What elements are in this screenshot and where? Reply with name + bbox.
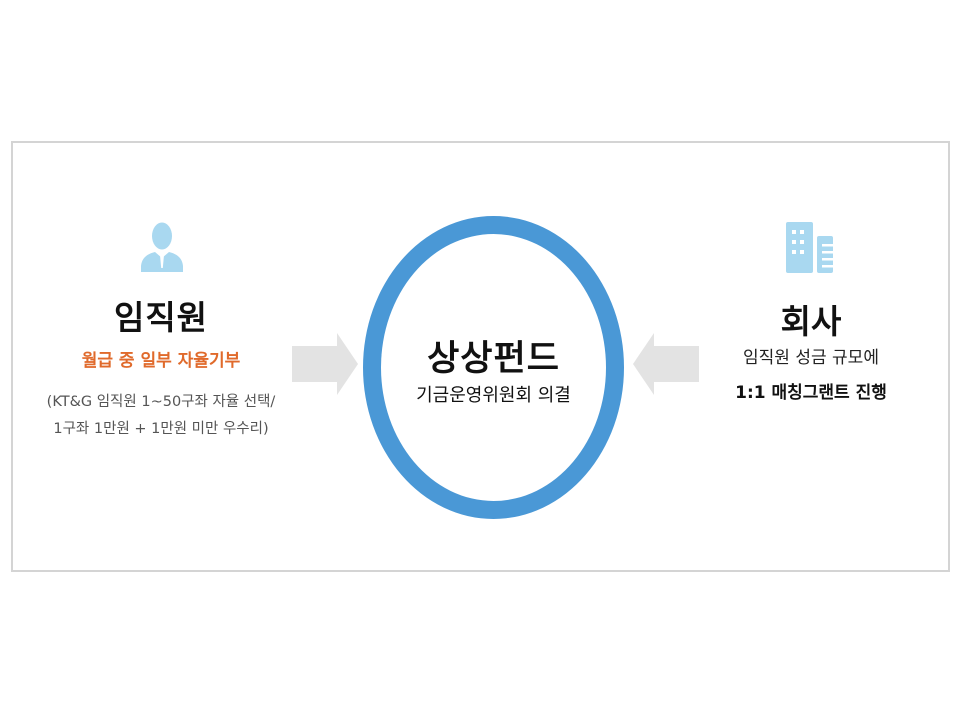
fund-subtitle: 기금운영위원회 의결 <box>416 385 571 406</box>
company-subtitle-line1: 임직원 성금 규모에 <box>743 348 879 368</box>
employee-note-line1: (KT&G 임직원 1~50구좌 자율 선택/ <box>46 394 276 410</box>
company-subtitle-line2: 1:1 매칭그랜트 진행 <box>735 383 887 403</box>
employee-subtitle: 월급 중 일부 자율기부 <box>81 351 241 371</box>
person-icon <box>139 222 185 272</box>
employee-title: 임직원 <box>113 298 209 337</box>
company-title: 회사 <box>780 302 842 341</box>
fund-title: 상상펀드 <box>427 339 560 379</box>
arrow-right-icon <box>292 333 358 395</box>
building-icon <box>785 221 835 273</box>
arrow-left-icon <box>633 333 699 395</box>
employee-note-line2: 1구좌 1만원 + 1만원 미만 우수리) <box>53 421 269 437</box>
